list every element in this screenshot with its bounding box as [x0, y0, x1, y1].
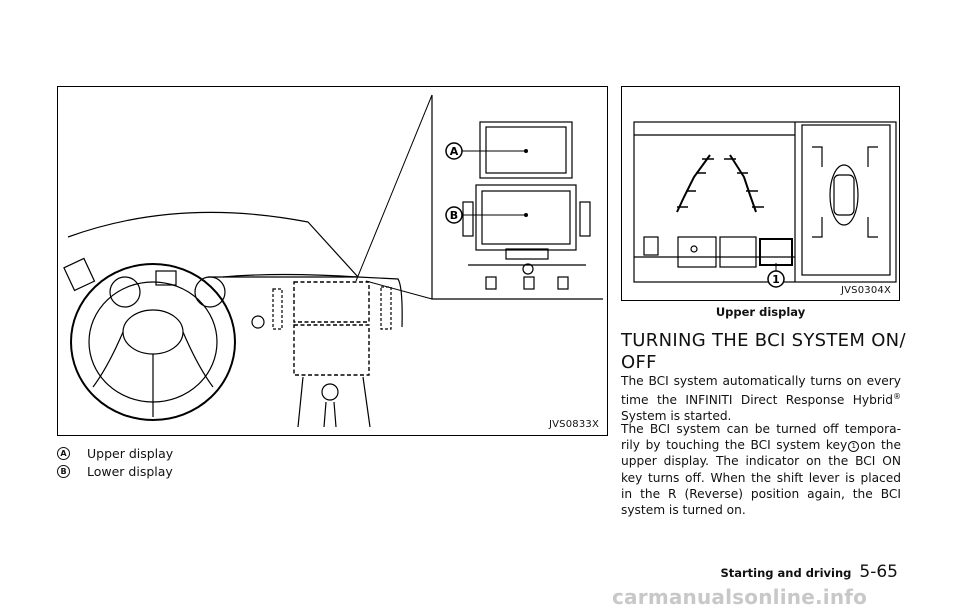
dashboard-illustration: A B: [63, 94, 603, 428]
page-footer: Starting and driving 5-65: [720, 562, 898, 582]
paragraph-text: The BCI system automatically turns on ev…: [621, 374, 901, 408]
callout-a: A: [445, 142, 463, 160]
legend-badge: B: [57, 464, 70, 478]
paragraph: The BCI system automatically turns on ev…: [621, 373, 901, 425]
callout-b: B: [445, 206, 463, 224]
svg-text:A: A: [450, 145, 459, 158]
registered-mark: ®: [893, 392, 901, 402]
paragraph-text: on the upper display. The indicator on t…: [621, 438, 901, 518]
footer-section-name: Starting and driving: [720, 566, 852, 580]
legend-label: Lower display: [87, 463, 173, 479]
figure-legend: A Upper display B Lower display: [57, 444, 173, 480]
bci-screen-illustration: 1: [633, 121, 897, 288]
svg-text:1: 1: [772, 273, 780, 286]
legend-badge: A: [57, 446, 70, 460]
dashboard-figure: A B JVS0833X: [57, 86, 608, 436]
paragraph-text: The BCI system can be turned off tempora…: [621, 422, 901, 453]
figure-caption: Upper display: [715, 305, 806, 319]
legend-label: Upper display: [87, 445, 174, 461]
figure-code: JVS0833X: [548, 419, 599, 430]
key-callout: 1: [848, 441, 860, 453]
legend-item: A Upper display: [57, 444, 173, 462]
bci-screen-figure: 1 JVS0304X: [621, 86, 900, 301]
legend-item: B Lower display: [57, 462, 173, 480]
paragraph-text: System is started.: [621, 409, 732, 424]
callout-1: 1: [767, 270, 785, 288]
section-heading: TURNING THE BCI SYSTEM ON/ OFF: [621, 330, 906, 373]
svg-text:B: B: [450, 209, 458, 222]
watermark: carmanualsonline.info: [612, 585, 868, 609]
figure-code: JVS0304X: [840, 285, 891, 296]
page-number: 5-65: [859, 562, 898, 582]
paragraph: The BCI system can be turned off tempora…: [621, 421, 901, 518]
